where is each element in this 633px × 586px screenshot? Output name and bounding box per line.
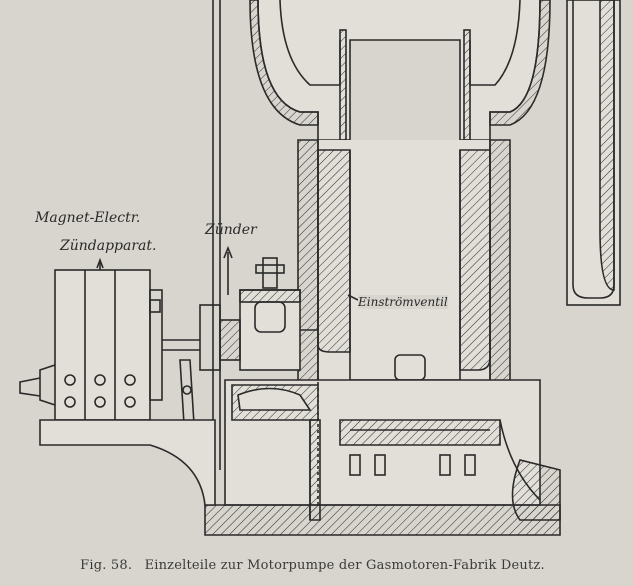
igniter-assembly xyxy=(179,257,318,471)
igniter-label: Zünder xyxy=(205,222,257,238)
caption-text: Einzelteile zur Motorpumpe der Gasmotore… xyxy=(144,558,545,573)
magneto xyxy=(19,269,200,421)
lower-base xyxy=(204,370,561,536)
inlet-valve-label: Einströmventil xyxy=(358,295,448,309)
figure-number: Fig. 58. xyxy=(80,558,133,573)
label-arrows xyxy=(96,245,359,301)
magneto-label-line1: Magnet-Electr. xyxy=(35,210,141,226)
figure-caption: Fig. 58. Einzelteile zur Motorpumpe der … xyxy=(0,558,633,573)
upper-casting xyxy=(249,0,551,141)
magneto-label-line2: Zündapparat. xyxy=(60,238,157,254)
right-tube xyxy=(566,0,621,306)
push-rod xyxy=(212,0,221,470)
central-cylinder xyxy=(297,139,511,386)
technical-drawing xyxy=(19,0,621,536)
magneto-bracket xyxy=(39,419,216,506)
